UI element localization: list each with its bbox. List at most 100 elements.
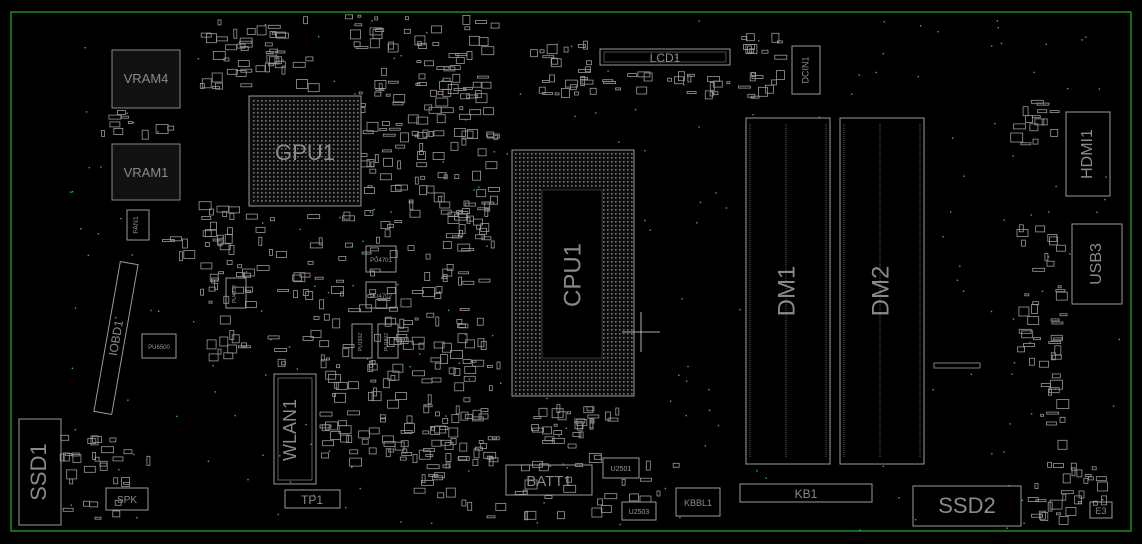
smd-part [418,342,425,350]
gpu-ball [329,188,331,190]
cpu-ball [535,253,537,255]
gpu-ball [261,124,263,126]
cpu-ball [535,385,537,387]
gpu-ball [269,136,271,138]
smd-part [463,397,471,403]
gpu-ball [289,200,291,202]
via [478,186,480,188]
smd-part [645,460,651,471]
pu4701-chip: PU4701 [365,245,397,273]
cpu-ball [567,381,569,383]
cpu-ball [611,157,613,159]
cpu-ball [627,277,629,279]
cpu-ball [595,161,597,163]
cpu-ball [523,301,525,303]
smd-part [483,107,494,116]
cpu-ball [591,153,593,155]
gpu-ball [341,104,343,106]
cpu-ball [527,393,529,395]
smd-part [281,65,286,75]
cpu-ball [611,305,613,307]
smd-part [435,411,441,417]
cpu-ball [603,357,605,359]
gpu-ball [353,144,355,146]
cpu-ball [563,161,565,163]
cpu-ball [631,225,633,227]
via [310,443,312,445]
cpu-ball [619,337,621,339]
smd-part [216,205,230,213]
gpu-ball [293,124,295,126]
cpu-ball [615,353,617,355]
gpu-ball [345,108,347,110]
gpu-ball [277,120,279,122]
cpu-ball [623,369,625,371]
cpu-ball [555,365,557,367]
gpu-ball [317,120,319,122]
via [277,513,279,516]
cpu-ball [559,185,561,187]
smd-part [413,487,426,494]
smd-part [277,288,290,292]
cpu-ball [607,389,609,391]
smd-part [747,93,756,98]
smd-part [1039,360,1049,368]
cpu-ball [523,201,525,203]
smd-part [313,315,320,320]
smd-part [113,127,124,135]
cpu-ball [627,241,629,243]
smd-part [587,414,600,419]
cpu-ball [523,269,525,271]
cpu-ball [555,369,557,371]
smd-part [380,417,386,423]
cpu-ball [551,185,553,187]
cpu-ball [623,321,625,323]
cpu-ball [607,325,609,327]
cpu-ball [627,273,629,275]
cpu-ball [519,205,521,207]
cpu-ball [527,313,529,315]
gpu-ball [297,100,299,102]
cpu-ball [619,353,621,355]
cpu-ball [611,393,613,395]
smd-part [1035,225,1046,233]
cpu-ball [619,281,621,283]
smd-part [332,392,337,397]
smd-part [1051,354,1062,360]
via [1085,36,1087,38]
gpu-ball [285,200,287,202]
gpu-ball [297,196,299,198]
cpu-ball [559,173,561,175]
gpu-ball [261,168,263,170]
via [1041,290,1044,292]
smd-part [480,443,487,449]
smd-part [463,87,473,90]
cpu-ball [515,305,517,307]
smd-part [591,507,603,518]
via [400,521,402,523]
via [314,285,316,288]
gpu-ball [317,164,319,166]
gpu-ball [353,124,355,126]
gpu-ball [269,196,271,198]
cpu-ball [619,249,621,251]
cpu-ball [607,185,609,187]
smd-part [486,131,495,138]
via [431,522,433,524]
via [1042,104,1045,106]
cpu-ball [539,225,541,227]
smd-part [466,215,474,222]
smd-part [321,452,330,459]
gpu-ball [281,100,283,102]
cpu-ball [595,165,597,167]
cpu-ball [615,377,617,379]
cpu-ball [535,345,537,347]
gpu-ball [353,192,355,194]
gpu-ball [353,128,355,130]
gpu1-chip: GPU1 [248,95,362,207]
cpu-ball [623,157,625,159]
gpu-ball [293,128,295,130]
smd-part [375,28,385,33]
cpu-ball [523,181,525,183]
gpu-ball [345,140,347,142]
